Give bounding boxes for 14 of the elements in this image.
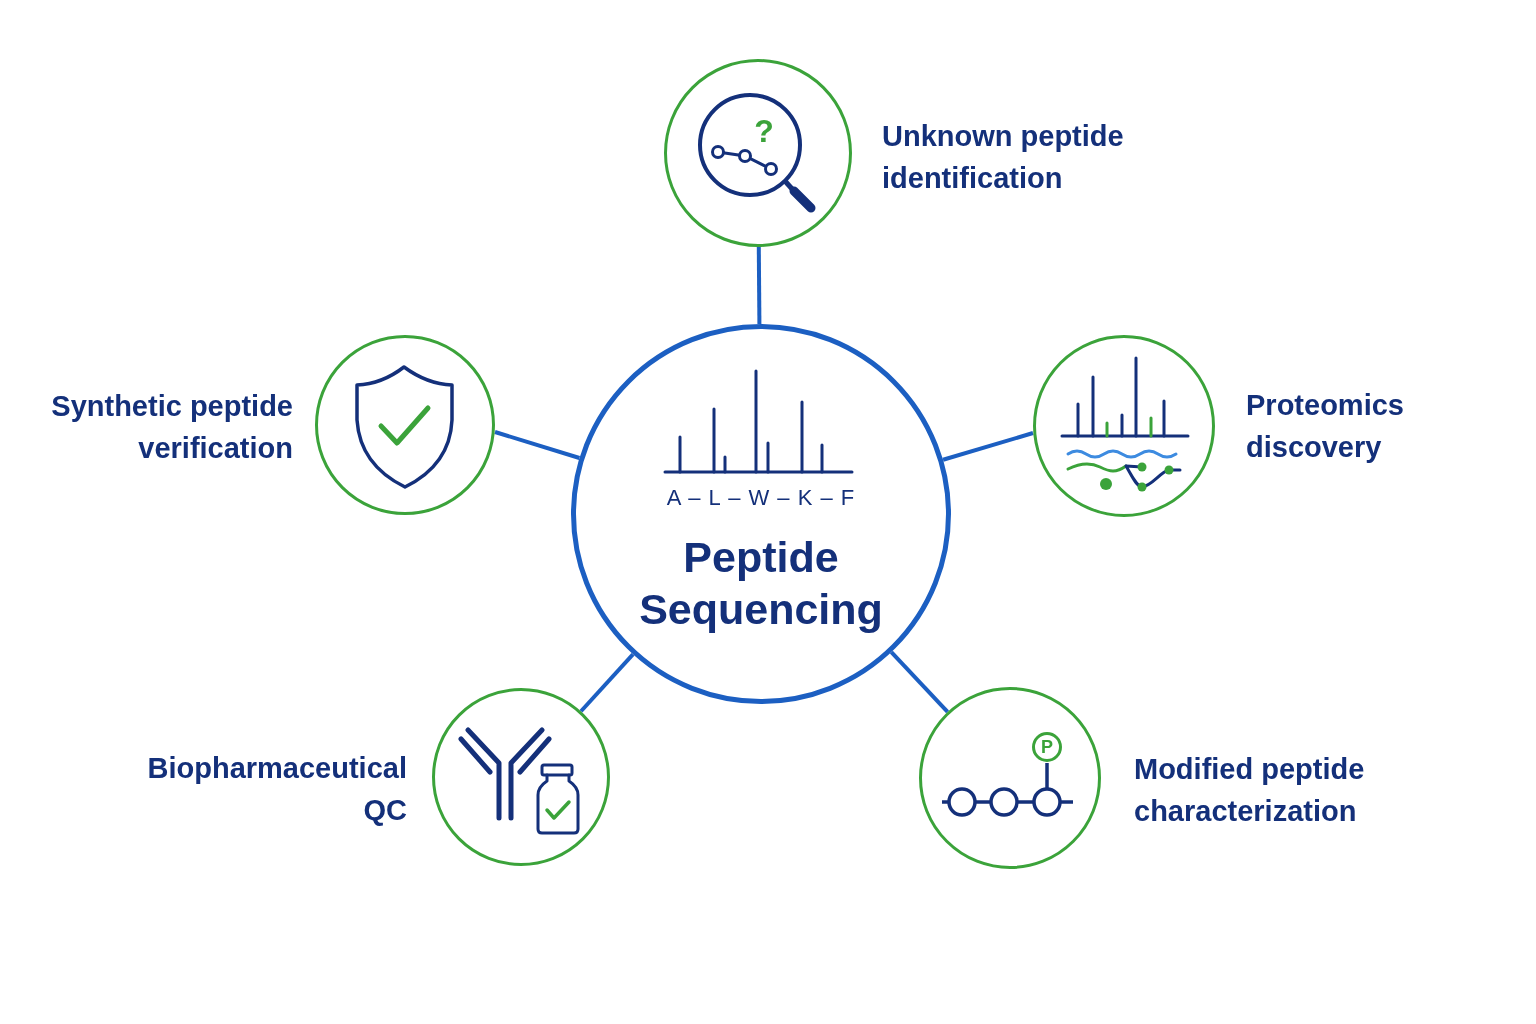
application-label: Unknown peptide identification xyxy=(882,119,1125,196)
application-label: Modified peptide characterization xyxy=(1134,752,1366,829)
connector-line xyxy=(756,246,762,325)
application-label: Synthetic peptide verification xyxy=(50,389,293,466)
application-label: Biopharmaceutical QC xyxy=(146,751,407,828)
amino-acid-sequence: A – L – W – K – F xyxy=(666,487,856,509)
application-label: Proteomics discovery xyxy=(1246,388,1405,465)
connector-line xyxy=(889,650,949,714)
connector-line xyxy=(942,431,1034,462)
question-mark-symbol: ? xyxy=(754,115,774,147)
phosphate-group-label: P xyxy=(1032,732,1062,762)
connector-line xyxy=(494,430,581,460)
hub-title: Peptide Sequencing xyxy=(639,532,883,635)
connector-line xyxy=(579,653,635,713)
